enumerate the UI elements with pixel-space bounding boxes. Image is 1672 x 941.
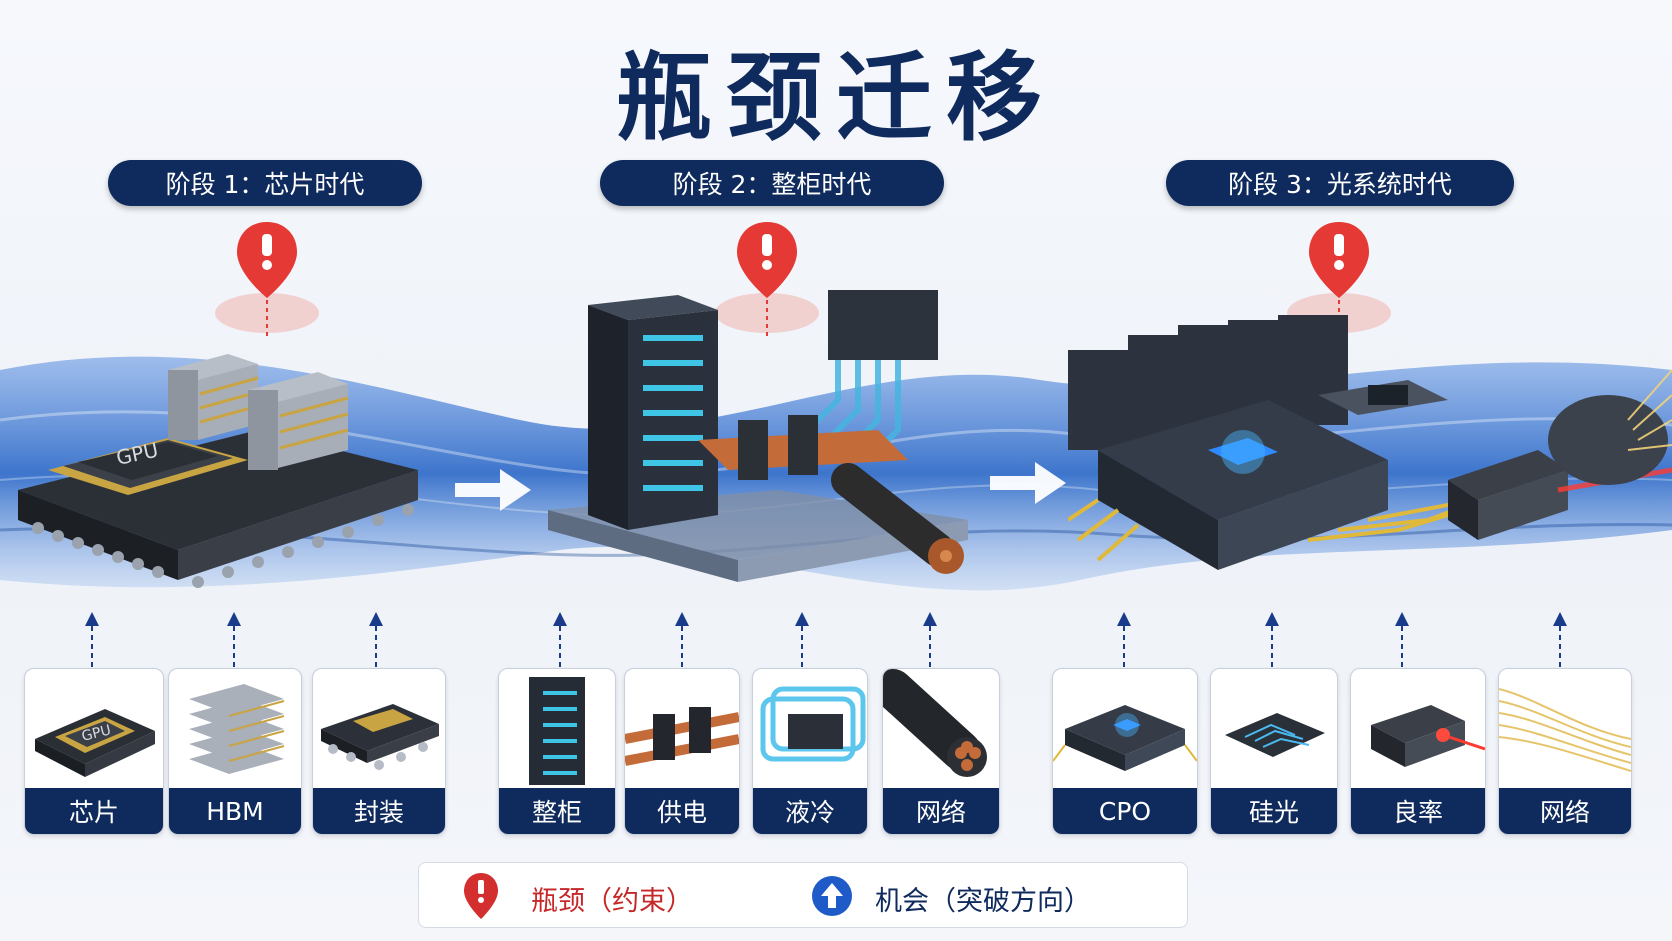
up-arrow-icon (1553, 612, 1567, 668)
stage-1-label: 阶段 1：芯片时代 (108, 160, 422, 206)
up-arrow-icon (795, 612, 809, 668)
card-label-rack: 整柜 (499, 788, 615, 834)
right-arrow-icon (455, 469, 531, 511)
opportunity-up-arrow-icon (812, 876, 852, 916)
card-hbm: HBM (168, 668, 302, 835)
up-arrow-icon (675, 612, 689, 668)
legend-opportunity: 机会（突破方向） (875, 886, 1091, 917)
gpu-chip-icon: GPU (35, 709, 155, 777)
up-arrow-icon (1265, 612, 1279, 668)
card-chip: GPU 芯片 (24, 668, 164, 835)
power-busbar-icon (625, 707, 739, 766)
up-arrow-icon (369, 612, 383, 668)
card-label-chip: 芯片 (25, 788, 163, 834)
card-label-liquid-cooling: 液冷 (753, 788, 867, 834)
silicon-photonics-icon (1225, 713, 1325, 757)
right-arrow-icon (990, 462, 1066, 504)
up-arrow-icon (553, 612, 567, 668)
card-packaging: 封装 (312, 668, 446, 835)
up-arrow-icon (1117, 612, 1131, 668)
stage-2-label: 阶段 2：整柜时代 (600, 160, 944, 206)
bottleneck-pin-icon (464, 873, 498, 919)
card-label-cpo: CPO (1053, 788, 1197, 834)
cable-icon (883, 669, 987, 777)
fiber-bundle-icon (1499, 688, 1631, 772)
warning-pin-icon (215, 222, 319, 336)
card-rack: 整柜 (498, 668, 616, 835)
optical-module-icon (1371, 705, 1485, 767)
card-label-silicon-photonics: 硅光 (1211, 788, 1337, 834)
up-arrow-icon (1395, 612, 1409, 668)
card-label-power: 供电 (625, 788, 739, 834)
svg-text:GPU: GPU (80, 722, 113, 745)
up-arrow-icon (923, 612, 937, 668)
stage-1-chip-illustration: GPU (18, 354, 418, 588)
stage-3-optical-illustration (1068, 315, 1672, 570)
legend: 瓶颈（约束） 机会（突破方向） (418, 862, 1188, 928)
stage-3-label: 阶段 3：光系统时代 (1166, 160, 1514, 206)
card-cpo: CPO (1052, 668, 1198, 835)
up-arrow-icon (85, 612, 99, 668)
page-title: 瓶颈迁移 (616, 42, 1056, 154)
liquid-cooling-icon (760, 686, 866, 762)
hbm-stack-icon (189, 684, 285, 774)
cpo-switch-icon (1053, 705, 1197, 771)
card-label-network-2: 网络 (1499, 788, 1631, 834)
card-liquid-cooling: 液冷 (752, 668, 868, 835)
warning-pin-icon (715, 222, 819, 336)
card-label-network-1: 网络 (883, 788, 999, 834)
stage-2-rack-illustration (548, 290, 968, 582)
card-network-cable: 网络 (882, 668, 1000, 835)
card-power: 供电 (624, 668, 740, 835)
card-label-yield: 良率 (1351, 788, 1485, 834)
card-label-packaging: 封装 (313, 788, 445, 834)
server-rack-icon (529, 677, 585, 785)
up-arrow-icon (227, 612, 241, 668)
card-network-fiber: 网络 (1498, 668, 1632, 835)
card-yield: 良率 (1350, 668, 1486, 835)
card-silicon-photonics: 硅光 (1210, 668, 1338, 835)
package-substrate-icon (321, 704, 439, 770)
legend-bottleneck: 瓶颈（约束） (531, 886, 693, 917)
card-label-hbm: HBM (169, 788, 301, 834)
